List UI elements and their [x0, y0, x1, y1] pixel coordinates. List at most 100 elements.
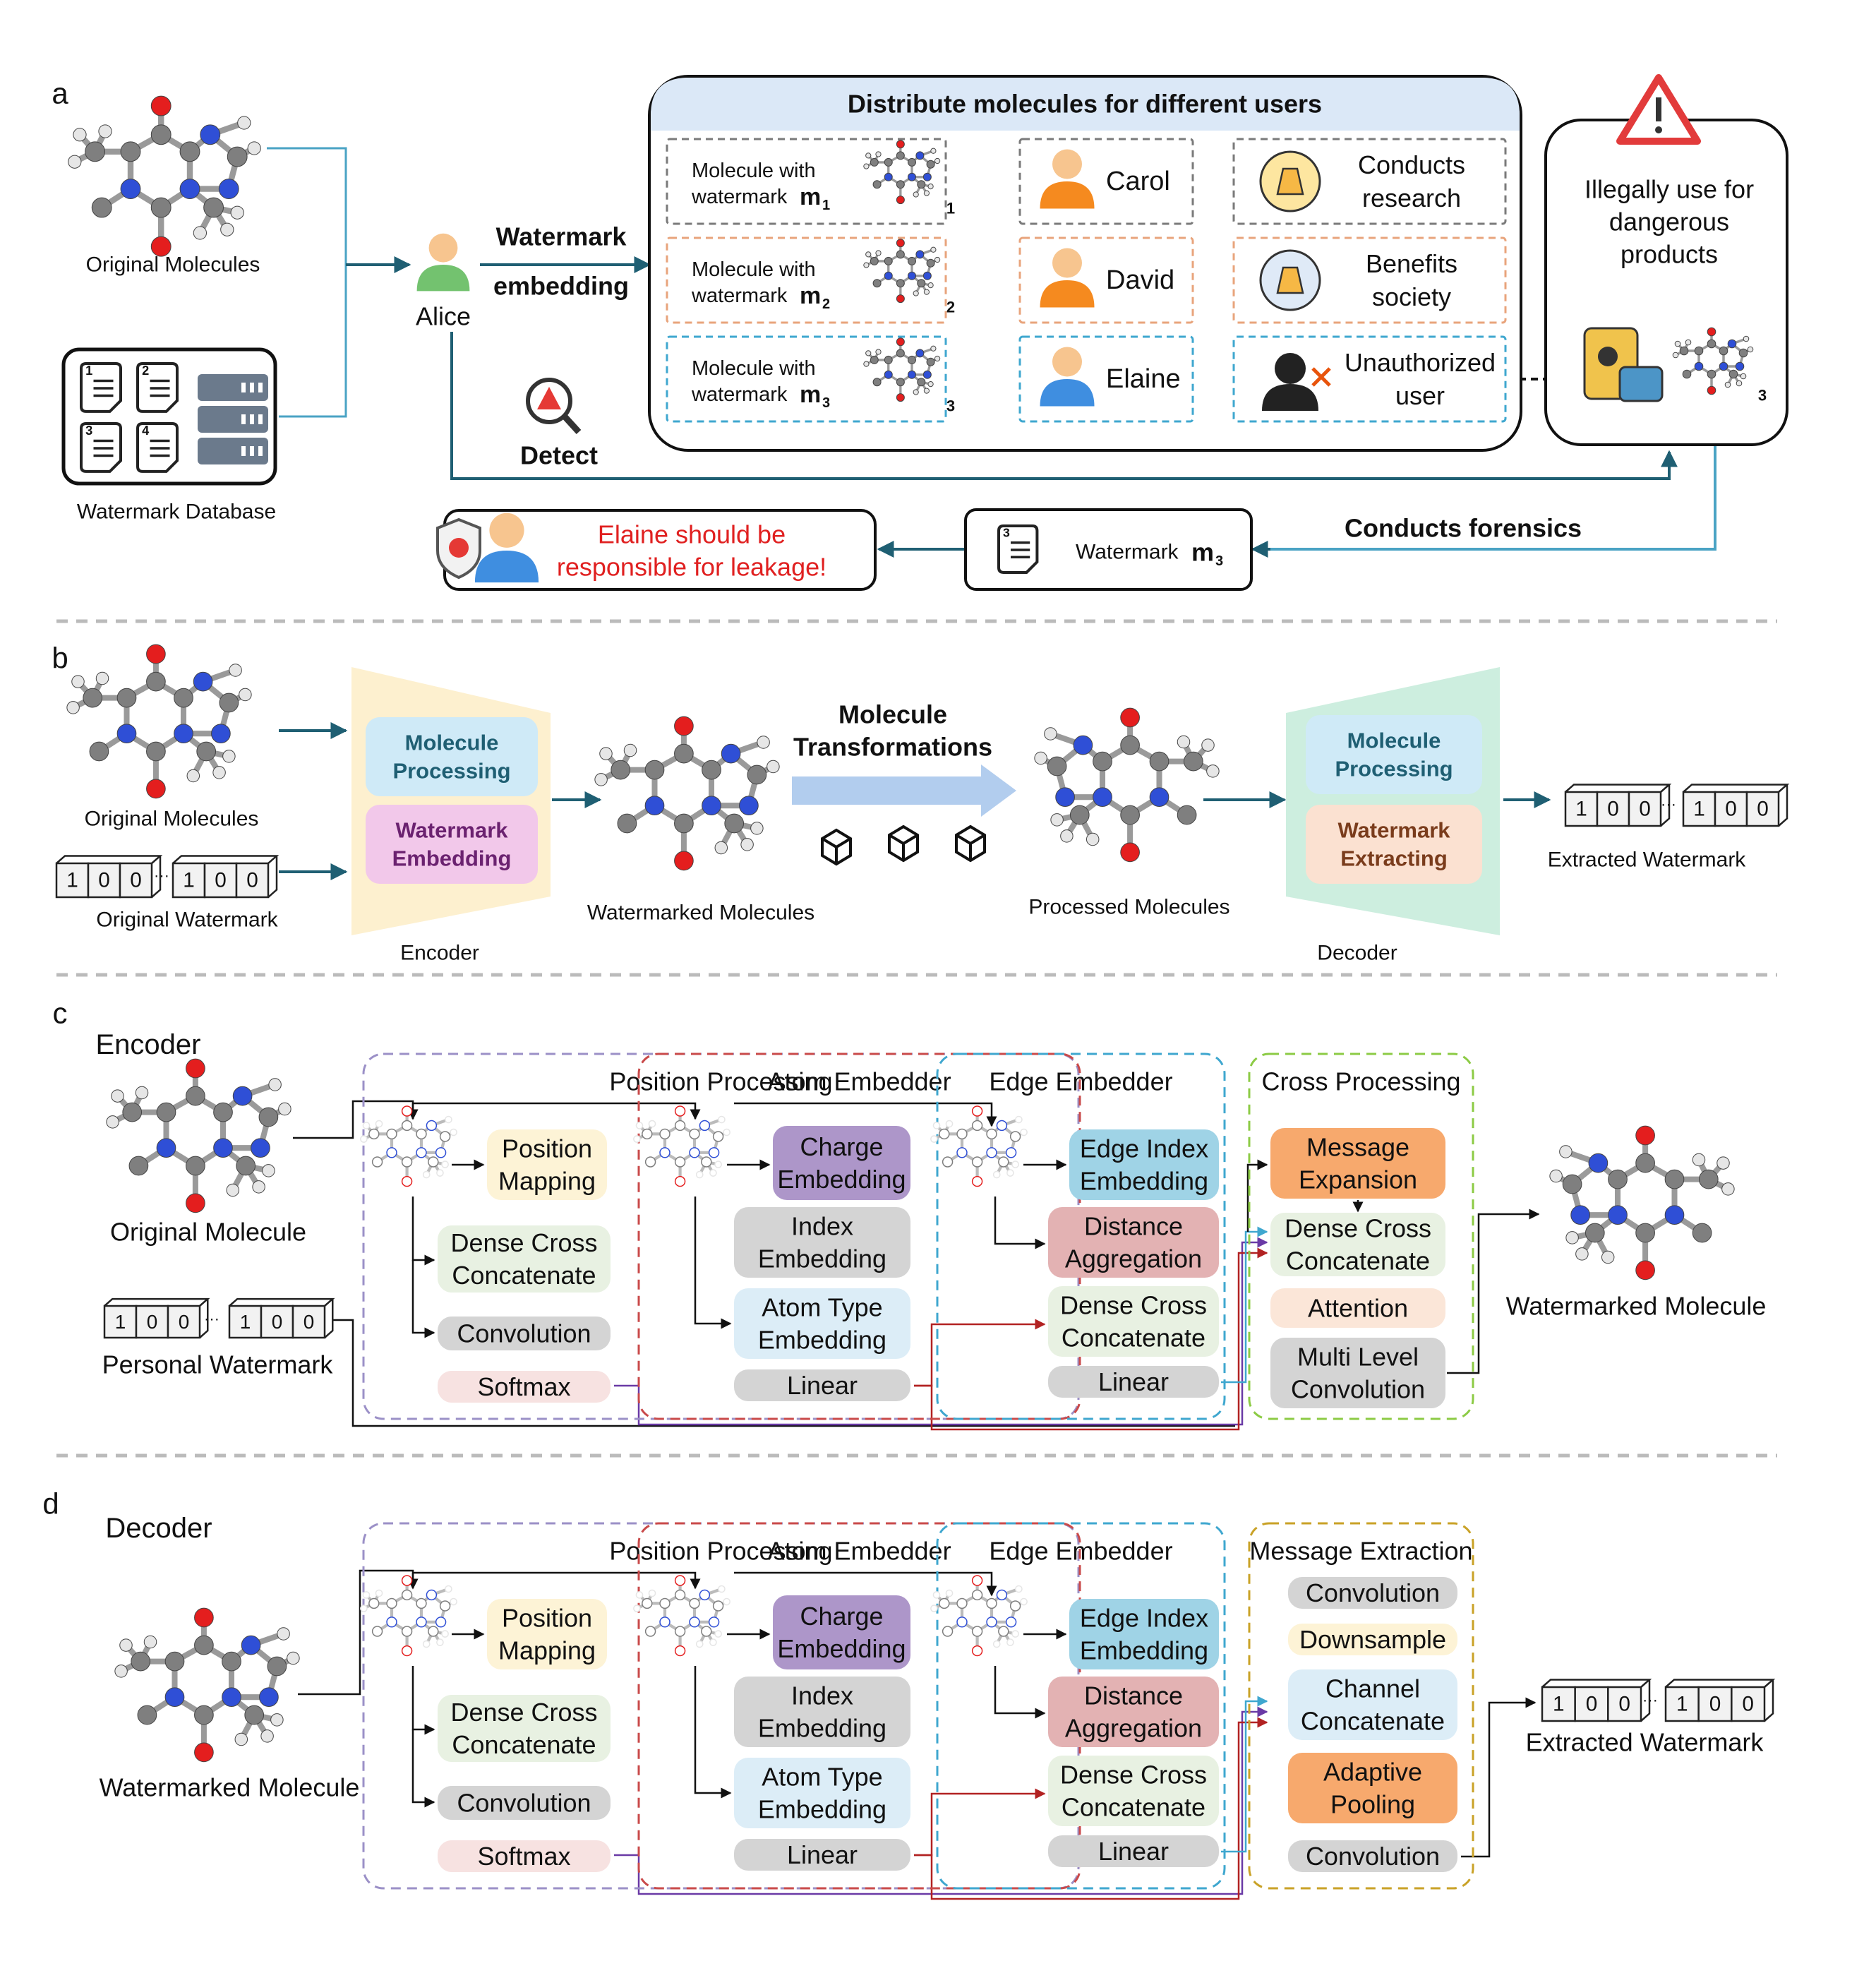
led — [258, 446, 263, 456]
group-frame — [1248, 1053, 1474, 1420]
atom — [956, 1597, 968, 1609]
bit-cell — [260, 1305, 294, 1339]
atom — [674, 1575, 686, 1586]
atom — [674, 813, 694, 834]
atom — [689, 1128, 700, 1140]
atom — [156, 1102, 176, 1122]
atom — [986, 1128, 997, 1140]
atom — [998, 1626, 1009, 1637]
watermark-symbol: m — [1191, 538, 1214, 567]
original-molecules-label: Original Molecules — [86, 253, 260, 277]
atom — [386, 1597, 397, 1609]
atom — [1570, 1205, 1590, 1225]
atom — [870, 157, 879, 167]
connector — [411, 1666, 435, 1735]
server-icon — [198, 374, 268, 464]
atom — [222, 1687, 241, 1708]
label: Index — [791, 1681, 853, 1710]
atom — [723, 1128, 730, 1137]
atom — [386, 1128, 397, 1140]
atom — [896, 337, 905, 347]
atom — [917, 378, 926, 387]
group-title: Message Extraction — [1249, 1537, 1472, 1566]
atom — [360, 1135, 368, 1143]
atom — [714, 1630, 722, 1638]
atom — [1206, 764, 1220, 778]
atom — [1006, 1638, 1014, 1646]
atom — [939, 1597, 950, 1609]
bit-value: 0 — [1725, 798, 1737, 821]
skull — [1598, 347, 1618, 366]
label: Multi Level — [1297, 1343, 1419, 1372]
x-disc — [449, 538, 469, 558]
person-icon — [1040, 149, 1095, 209]
atom — [1562, 1174, 1582, 1194]
molecule-icon — [863, 140, 941, 205]
atom — [150, 197, 172, 218]
watermarked-molecules-label: Watermarked Molecules — [587, 901, 814, 925]
atom — [150, 236, 172, 257]
atom — [659, 1128, 671, 1140]
group-title: Atom Embedder — [767, 1537, 951, 1566]
atom — [262, 1164, 275, 1177]
atom — [1120, 805, 1140, 825]
alert — [537, 387, 561, 409]
bit-cell — [1682, 791, 1716, 827]
atom — [401, 1105, 413, 1117]
atom — [915, 349, 925, 358]
label: Concatenate — [1062, 1793, 1205, 1822]
atom — [907, 157, 917, 167]
adaptive-pooling-block-bg — [1288, 1753, 1457, 1823]
atom — [617, 813, 637, 834]
atom — [251, 1138, 270, 1158]
atom — [1015, 1585, 1023, 1593]
watermark-symbol: m — [800, 381, 821, 408]
atom — [702, 760, 721, 780]
atom — [865, 350, 872, 356]
person-icon — [1040, 248, 1095, 308]
atom — [917, 180, 926, 189]
connector — [734, 1102, 997, 1127]
atom — [164, 1651, 185, 1672]
original-watermark-label: Original Watermark — [96, 908, 278, 932]
atom — [106, 1115, 119, 1129]
convolution-block: Convolution — [1288, 1577, 1457, 1609]
label: Distance — [1084, 1212, 1183, 1241]
atom — [766, 760, 780, 774]
led — [241, 383, 246, 392]
atom — [164, 1687, 185, 1708]
softmax-block: Softmax — [438, 1840, 611, 1872]
original-molecule-icon — [68, 95, 261, 257]
molecule-processing-block-bg — [1306, 715, 1482, 794]
atom — [436, 1638, 444, 1646]
atom — [194, 1607, 214, 1628]
atom — [186, 1058, 205, 1079]
connector — [411, 1260, 435, 1338]
processed-molecules-label: Processed Molecules — [1028, 896, 1229, 919]
connector — [1447, 1209, 1540, 1374]
toxic-barrel-icon — [1583, 327, 1664, 402]
atom — [362, 1591, 371, 1599]
atom — [193, 671, 213, 692]
body — [1040, 181, 1095, 209]
convolution-block-bg — [438, 1786, 611, 1820]
label: Watermark — [1337, 818, 1450, 843]
atom — [232, 1086, 253, 1106]
atom — [435, 1617, 447, 1628]
atom — [702, 796, 721, 816]
connector — [1221, 1226, 1268, 1384]
bit-cell — [167, 1305, 201, 1339]
atom — [884, 256, 893, 265]
atom — [1009, 1600, 1021, 1612]
bit-3d-edge — [56, 855, 163, 898]
connector — [1246, 1159, 1268, 1232]
atom — [723, 1597, 730, 1606]
atom — [884, 355, 893, 364]
